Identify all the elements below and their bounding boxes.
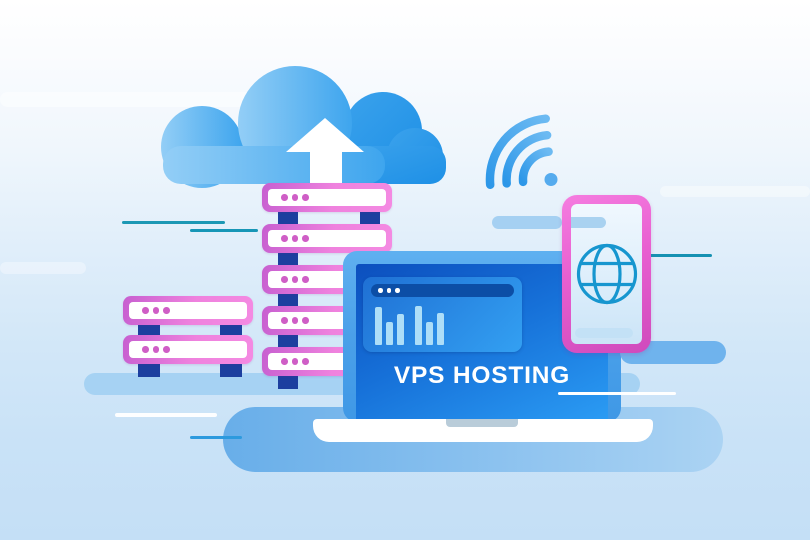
server-led-dot [163,307,170,314]
chart-bar [397,314,404,345]
chart-bar [375,307,382,345]
server-connector [278,211,298,225]
server-unit [262,183,392,212]
phone [562,195,651,353]
server-unit-face [268,189,386,206]
server-connector [278,293,298,307]
server-led-dot [291,235,298,242]
mini-bar-chart [375,304,459,345]
server-led-dot [302,317,309,324]
server-unit-face [129,341,247,358]
laptop-base [313,419,653,442]
browser-window [363,277,522,352]
phone-screen-pill [571,217,606,228]
accent-line [122,221,225,224]
server-led-dot [281,194,288,201]
stack-small [123,296,253,388]
server-led-dot [291,194,298,201]
server-led-dot [291,276,298,283]
window-dot [378,288,383,293]
background-streak [660,186,810,197]
accent-line [115,413,217,417]
cloud-upload-icon [161,66,446,188]
chart-bar [437,313,444,345]
server-led-dot [302,194,309,201]
server-connector [220,324,242,336]
window-dot [386,288,391,293]
server-connector [360,211,380,225]
server-led-dot [291,317,298,324]
accent-line [647,254,712,257]
server-connector [278,375,298,389]
server-led-dot [291,358,298,365]
server-led-dot [302,235,309,242]
server-unit-face [268,230,386,247]
wifi-dot [544,173,558,186]
chart-bar [386,322,393,345]
server-led-dot [281,235,288,242]
phone-screen [571,204,642,344]
server-connector [278,334,298,348]
accent-line [558,392,676,395]
server-led-dot [302,358,309,365]
upload-arrow-icon [286,118,364,184]
server-connector [138,324,160,336]
server-connector [138,363,160,377]
server-led-dot [281,317,288,324]
accent-line [190,229,258,232]
vps-hosting-title: VPS HOSTING [393,362,571,389]
background-streak [0,262,86,274]
server-led-dot [142,307,149,314]
browser-titlebar [371,284,514,297]
globe-icon [576,243,638,305]
server-led-dot [302,276,309,283]
laptop-base-notch [446,419,518,427]
server-led-dot [281,276,288,283]
accent-line [190,436,242,439]
phone-screen-band [575,328,633,338]
server-led-dot [142,346,149,353]
server-led-dot [163,346,170,353]
server-connector [220,363,242,377]
server-unit [123,335,253,364]
server-unit-face [129,302,247,319]
chart-bar [426,322,433,345]
window-dot [395,288,400,293]
cloud-body [161,66,385,188]
server-connector [278,252,298,266]
server-led-dot [281,358,288,365]
server-led-dot [152,346,159,353]
wifi-icon [485,114,558,190]
chart-bar [415,306,422,345]
server-led-dot [152,307,159,314]
background-pill [492,216,562,229]
server-unit [262,224,392,253]
server-unit [123,296,253,325]
